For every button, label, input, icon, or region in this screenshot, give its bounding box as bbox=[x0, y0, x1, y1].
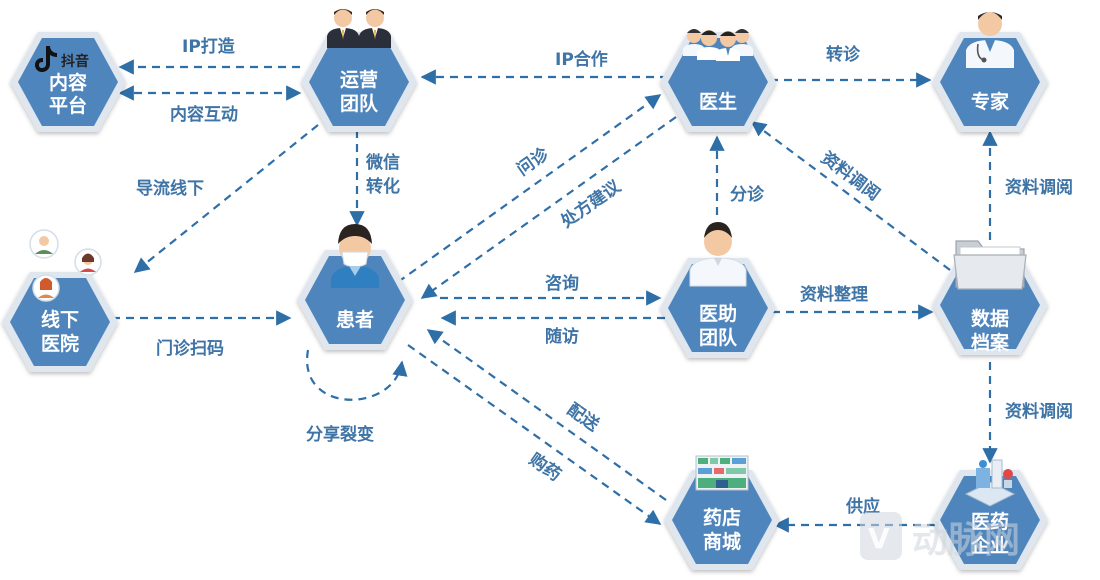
node-label-line-1: 运营 bbox=[340, 68, 378, 91]
node-label-line-1: 患者 bbox=[336, 308, 374, 331]
node-label-line-1: 医生 bbox=[699, 90, 737, 113]
folder-icon bbox=[953, 240, 1027, 290]
pharmacy-shelves-icon bbox=[695, 455, 749, 491]
edge-delivery bbox=[426, 329, 667, 501]
edge-label-records-review-pharma: 资料调阅 bbox=[1005, 401, 1073, 422]
business-team-icon bbox=[327, 9, 391, 48]
watermark-logo-glyph: V bbox=[868, 522, 890, 555]
edge-records-review-diag bbox=[750, 121, 951, 271]
expert-doctor-icon bbox=[966, 12, 1014, 68]
edge-label-share-fission: 分享裂变 bbox=[306, 424, 374, 445]
node-data-archive[interactable]: 数据 档案 bbox=[932, 240, 1048, 355]
medical-assistant-icon bbox=[689, 222, 747, 287]
node-content-platform[interactable]: 抖音 内容 平台 bbox=[10, 32, 126, 132]
edge-label-purchase: 购药 bbox=[525, 449, 565, 486]
edge-label-ip-build: IP打造 bbox=[182, 36, 236, 57]
edge-prescription-advice bbox=[420, 116, 677, 299]
node-label-line-1: 线下 bbox=[41, 308, 79, 331]
edge-label-consult: 咨询 bbox=[545, 273, 579, 294]
edge-label-records-organize: 资料整理 bbox=[800, 284, 868, 305]
edge-label-ip-cooperate: IP合作 bbox=[555, 49, 608, 70]
node-label-line-2: 团队 bbox=[340, 92, 379, 115]
node-label-line-2: 商城 bbox=[703, 530, 741, 553]
edge-label-records-review-expert: 资料调阅 bbox=[1005, 177, 1073, 198]
watermark: V 动脉网 bbox=[860, 512, 1020, 561]
watermark-text: 动脉网 bbox=[912, 520, 1020, 561]
node-label-line-2: 档案 bbox=[971, 331, 1010, 354]
douyin-logo-icon: 抖音 bbox=[35, 46, 89, 72]
edge-label-triage: 分诊 bbox=[730, 184, 765, 205]
node-pharma-company[interactable]: 医药 企业 bbox=[932, 459, 1048, 570]
node-label-line-1: 内容 bbox=[49, 71, 87, 94]
node-expert[interactable]: 专家 bbox=[932, 12, 1048, 132]
node-label-line-2: 企业 bbox=[970, 534, 1009, 557]
people-avatars-icon bbox=[29, 229, 102, 302]
edge-share-fission bbox=[305, 349, 408, 401]
edge-label-wechat-convert-1: 微信 bbox=[365, 152, 400, 173]
masked-patient-icon bbox=[331, 224, 379, 288]
node-label-line-1: 药店 bbox=[703, 506, 741, 529]
watermark-logo-icon bbox=[860, 512, 902, 560]
edge-labels: IP打造 内容互动 IP合作 转诊 导流线下 微信 转化 问诊 处方建议 分诊 … bbox=[136, 36, 1073, 517]
douyin-logo-text: 抖音 bbox=[61, 53, 89, 70]
node-ops-team[interactable]: 运营 团队 bbox=[301, 9, 417, 132]
node-label-line-1: 数据 bbox=[971, 307, 1009, 330]
node-assist-team[interactable]: 医助 团队 bbox=[660, 222, 776, 358]
node-doctor[interactable]: 医生 bbox=[660, 29, 776, 132]
edges bbox=[112, 59, 998, 533]
doctor-group-icon bbox=[683, 29, 753, 61]
node-label-line-2: 团队 bbox=[699, 326, 738, 349]
pharma-factory-icon bbox=[964, 459, 1016, 507]
edge-label-prescription-advice: 处方建议 bbox=[556, 175, 625, 232]
edge-guide-offline bbox=[133, 124, 319, 273]
node-label-line-2: 医院 bbox=[41, 332, 79, 355]
edge-label-wechat-convert-2: 转化 bbox=[366, 176, 400, 197]
edge-inquiry bbox=[397, 94, 662, 283]
node-label-line-1: 专家 bbox=[971, 90, 1010, 113]
edge-label-supply: 供应 bbox=[845, 496, 880, 517]
edge-label-followup: 随访 bbox=[545, 326, 579, 347]
edge-label-referral: 转诊 bbox=[826, 44, 861, 65]
edge-purchase bbox=[407, 344, 662, 525]
node-label-line-2: 平台 bbox=[49, 94, 87, 117]
node-offline-hospital[interactable]: 线下 医院 bbox=[2, 229, 118, 372]
node-label-line-1: 医药 bbox=[971, 510, 1009, 533]
edge-label-records-review-diag: 资料调阅 bbox=[817, 147, 884, 205]
edge-label-content-interact: 内容互动 bbox=[170, 104, 238, 125]
edge-label-guide-offline: 导流线下 bbox=[136, 178, 204, 199]
node-label-line-1: 医助 bbox=[699, 302, 737, 325]
node-patient[interactable]: 患者 bbox=[297, 224, 413, 350]
node-pharmacy-mall[interactable]: 药店 商城 bbox=[664, 455, 780, 570]
edge-label-clinic-scan: 门诊扫码 bbox=[156, 338, 224, 359]
